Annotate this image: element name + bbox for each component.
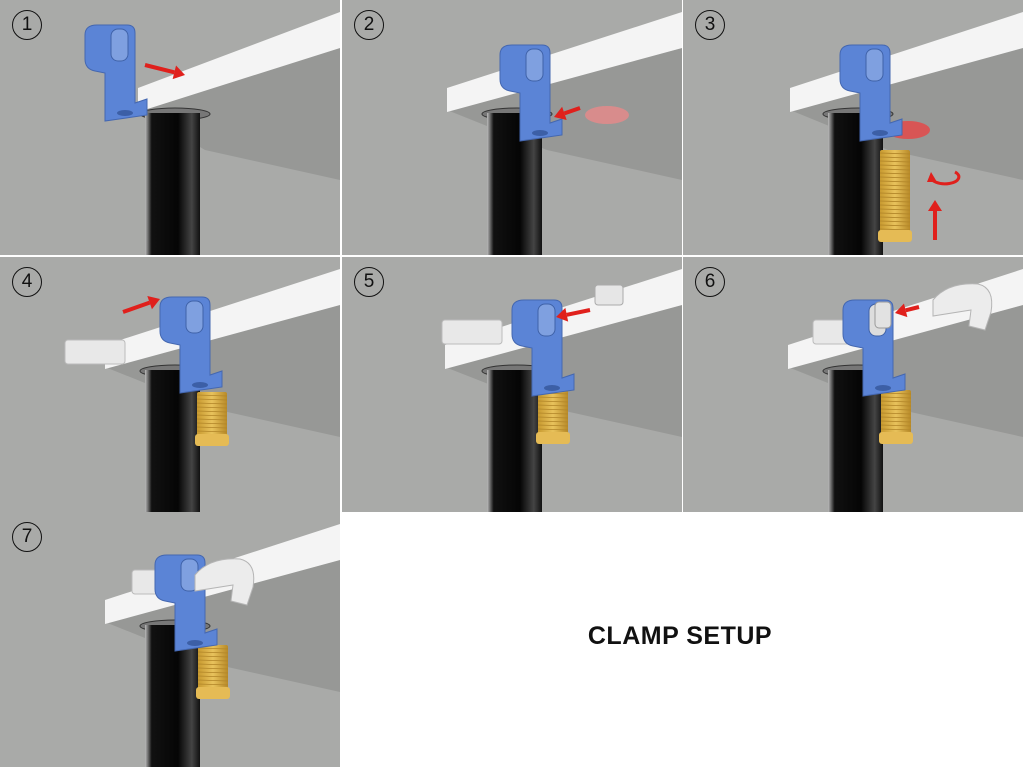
step-panel-7: 7 (0, 512, 340, 767)
step-panel-2: 2 (342, 0, 682, 255)
step-illustration (84, 12, 340, 255)
step-number: 2 (354, 10, 384, 40)
step-panel-4: 4 (0, 257, 340, 512)
table-underside (105, 560, 340, 692)
white-rail-insert (64, 339, 126, 365)
blue-clamp (84, 24, 148, 122)
step-illustration (105, 524, 340, 767)
blue-clamp (159, 296, 223, 394)
blue-clamp (499, 44, 563, 142)
step-illustration (788, 269, 1023, 512)
table-underside (138, 48, 340, 180)
step-illustration (441, 269, 682, 512)
red-pad (585, 106, 629, 124)
step-panel-5: 5 (342, 257, 682, 512)
red-direction-arrow (556, 307, 591, 322)
red-rotate-arrow (927, 170, 961, 186)
blue-clamp (839, 44, 903, 142)
table-underside (788, 305, 1023, 437)
white-insert-cap (874, 301, 892, 329)
red-direction-arrow (554, 106, 581, 121)
yellow-screw (878, 150, 912, 242)
table-underside (790, 48, 1023, 180)
table-edge (105, 269, 340, 369)
blue-clamp (511, 299, 575, 397)
step-panel-6: 6 (683, 257, 1023, 512)
white-elbow-cap (194, 558, 255, 606)
yellow-screw (879, 390, 913, 444)
step-panel-1: 1 (0, 0, 340, 255)
step-illustration (64, 269, 340, 512)
step-number: 4 (12, 267, 42, 297)
white-rail-insert (441, 319, 503, 345)
table-pole (145, 370, 200, 512)
step-number: 1 (12, 10, 42, 40)
yellow-screw (536, 390, 570, 444)
red-direction-arrow (895, 303, 920, 318)
step-number: 7 (12, 522, 42, 552)
red-up-arrow (928, 200, 942, 240)
step-number: 6 (695, 267, 725, 297)
white-end-cap (594, 284, 624, 306)
white-elbow-cap (932, 283, 993, 331)
step-panel-3: 3 (683, 0, 1023, 255)
red-direction-arrow (122, 296, 160, 314)
table-underside (445, 305, 682, 437)
red-direction-arrow (144, 63, 185, 80)
step-number: 3 (695, 10, 725, 40)
table-edge (138, 12, 340, 112)
table-pole (145, 113, 200, 255)
yellow-screw (195, 392, 229, 446)
yellow-screw (196, 645, 230, 699)
diagram-title: CLAMP SETUP (587, 622, 773, 650)
step-illustration (447, 12, 682, 255)
step-number: 5 (354, 267, 384, 297)
step-illustration (790, 12, 1023, 255)
